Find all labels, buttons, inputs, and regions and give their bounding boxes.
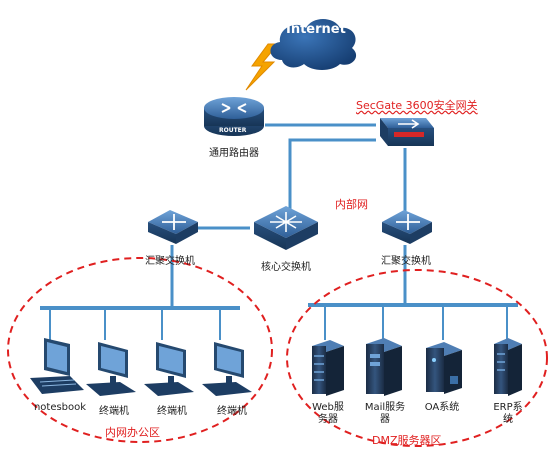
office-bus [40,306,240,340]
links [170,123,407,308]
agg-right-switch-label: 汇聚交换机 [381,256,431,267]
terminal-icon [86,342,136,396]
link-firewall-core [288,138,376,210]
mail-server-icon [366,338,402,396]
internet-label: Internet [286,22,346,37]
device-label: 终端机 [99,406,129,417]
laptop-icon [30,338,84,394]
web-server-icon [312,340,344,396]
switch-agg-left-icon [148,210,198,244]
switch-agg-right-icon [382,210,432,244]
terminal-icon [202,342,252,396]
terminal-icon [144,342,194,396]
router-badge: ROUTER [219,127,247,134]
router-icon [204,97,264,136]
dmz-zone-outline [286,269,548,447]
server-label: OA系统 [424,402,460,413]
office-zone-label: 内网办公区 [105,426,160,439]
office-zone-outline [7,257,273,443]
agg-left-switch-label: 汇聚交换机 [145,256,195,267]
device-label: 终端机 [217,406,247,417]
device-label: notesbook [33,402,87,413]
server-label: Mail服务 器 [364,402,406,425]
erp-server-icon [494,338,522,396]
inner-net-label: 内部网 [335,198,368,211]
server-label: Web服 务器 [312,402,344,425]
internet-cloud [270,19,357,70]
dmz-zone-label: DMZ服务器区 [372,434,442,447]
oa-server-icon [426,342,462,394]
core-switch-label: 核心交换机 [261,262,311,273]
server-label: ERP系 统 [493,402,523,425]
device-label: 终端机 [157,406,187,417]
dmz-bus [308,303,518,340]
firewall-icon [380,118,434,146]
switch-core-icon [254,206,318,250]
router-label: 通用路由器 [209,148,259,159]
firewall-label: SecGate 3600安全网关 [356,99,478,112]
